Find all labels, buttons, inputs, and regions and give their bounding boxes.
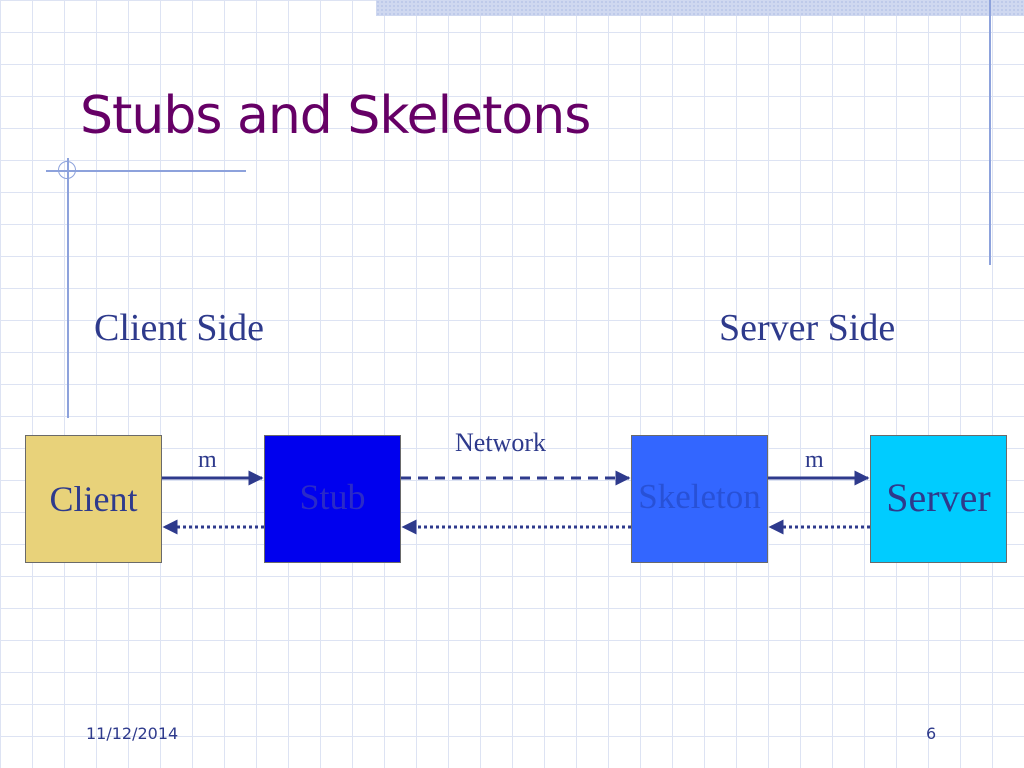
client-box-label: Client <box>49 479 138 519</box>
slide-title: Stubs and Skeletons <box>80 86 591 146</box>
server-box-label: Server <box>886 474 991 520</box>
network-label: Network <box>455 428 546 457</box>
message-label-right: m <box>805 447 824 473</box>
deco-circle <box>58 161 76 179</box>
deco-horizontal-line <box>46 170 246 172</box>
skeleton-box-label: Skeleton <box>638 477 761 516</box>
deco-vertical-line-right <box>989 0 991 265</box>
stub-box: Stub <box>264 435 401 563</box>
server-box: Server <box>870 435 1007 563</box>
client-box: Client <box>25 435 162 563</box>
client-side-label: Client Side <box>94 307 264 349</box>
slide-page-number: 6 <box>926 724 937 743</box>
deco-vertical-line-left <box>67 158 69 418</box>
server-side-label: Server Side <box>719 307 896 349</box>
skeleton-box: Skeleton <box>631 435 768 563</box>
message-label-left: m <box>198 447 217 473</box>
top-decorative-band <box>376 0 1024 16</box>
slide-date: 11/12/2014 <box>86 724 179 743</box>
stub-box-label: Stub <box>299 477 366 517</box>
